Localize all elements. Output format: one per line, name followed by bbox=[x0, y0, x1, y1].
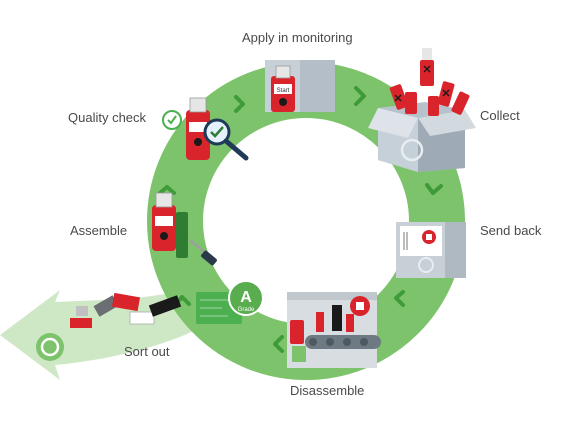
chevron-right-icon bbox=[354, 86, 366, 106]
collect-illustration bbox=[368, 48, 476, 172]
grade-word: Grade bbox=[238, 307, 255, 313]
disassemble-illustration bbox=[287, 292, 381, 368]
step-label-assemble: Assemble bbox=[70, 223, 128, 238]
recycle-icon bbox=[418, 257, 434, 273]
step-label-sort-out: Sort out bbox=[124, 344, 170, 359]
step-label-quality-check: Quality check bbox=[68, 110, 147, 125]
chevron-left-icon bbox=[273, 335, 284, 353]
x-mark-icon bbox=[394, 65, 450, 102]
step-label-apply: Apply in monitoring bbox=[242, 30, 353, 45]
logger-start-label: Start bbox=[277, 88, 290, 94]
magnifier-icon bbox=[203, 118, 249, 161]
chevron-left-icon bbox=[394, 290, 405, 307]
quality-check-illustration bbox=[162, 97, 249, 161]
step-label-collect: Collect bbox=[480, 108, 520, 123]
step-label-disassemble: Disassemble bbox=[290, 383, 365, 398]
chevron-right-icon bbox=[234, 95, 245, 113]
apply-monitoring-illustration: Start bbox=[265, 60, 335, 112]
chevron-up-icon bbox=[158, 185, 176, 195]
recycle-icon bbox=[400, 138, 424, 162]
grade-letter: A bbox=[240, 289, 252, 306]
sort-out-illustration bbox=[36, 292, 182, 361]
step-label-send-back: Send back bbox=[480, 223, 542, 238]
grade-badge-illustration: A Grade bbox=[196, 280, 264, 324]
send-back-illustration bbox=[396, 222, 466, 278]
chevron-down-icon bbox=[425, 183, 443, 195]
recycle-icon bbox=[40, 337, 60, 357]
assemble-illustration bbox=[152, 192, 217, 266]
